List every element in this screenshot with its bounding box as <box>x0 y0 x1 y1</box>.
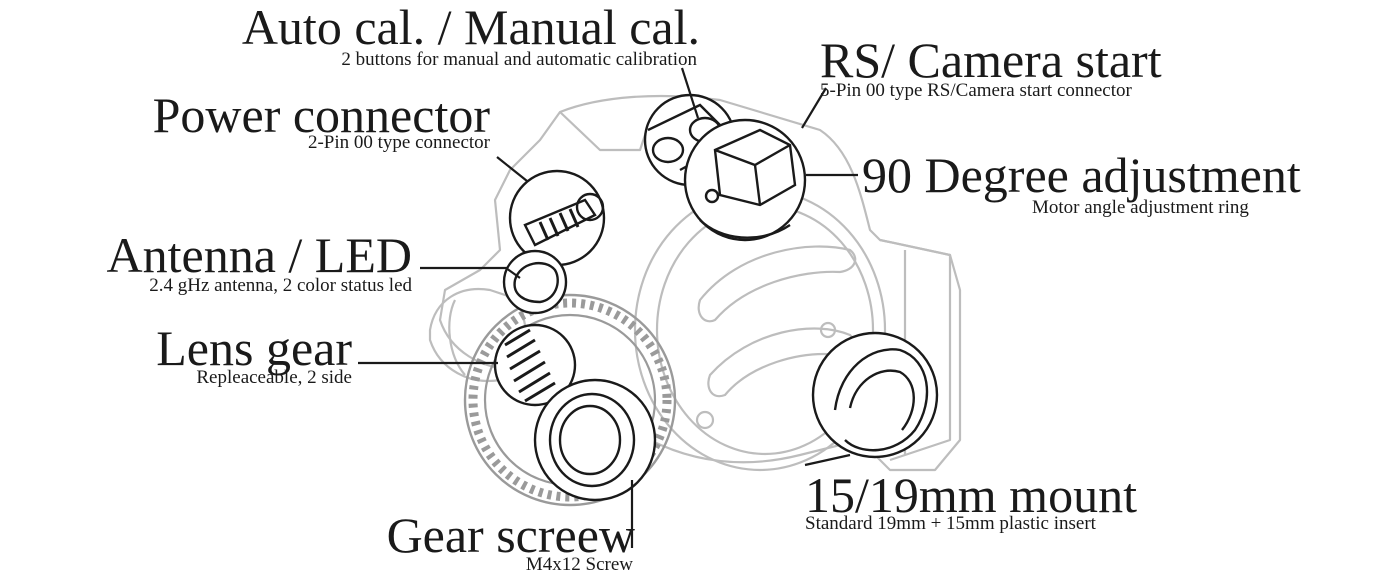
power-connector-plug <box>523 198 597 247</box>
mount-title: 15/19mm mount <box>805 467 1137 523</box>
disc-slot-upper <box>697 245 857 323</box>
leader-power-connector <box>496 156 528 182</box>
rs-camera-start-subtitle: 5-Pin 00 type RS/Camera start connector <box>820 80 1132 101</box>
lens-gear-title: Lens gear <box>156 320 352 376</box>
power-connector-title: Power connector <box>152 87 490 143</box>
degree-adjustment-title: 90 Degree adjustment <box>862 147 1301 203</box>
lens-gear-subtitle: Repleaceable, 2 side <box>196 367 352 388</box>
power-connector-subtitle: 2-Pin 00 type connector <box>307 132 490 153</box>
power-connector-thread <box>538 208 580 241</box>
antenna-led-title: Antenna / LED <box>106 227 412 283</box>
power-connector-nut <box>575 192 605 222</box>
gear-screw-head <box>548 392 636 488</box>
small-lens-gear-detail <box>493 323 577 407</box>
leader-mount <box>804 453 851 467</box>
gear-screw-recess <box>558 404 622 476</box>
disc-bolt-1 <box>819 321 837 339</box>
gear-screw-detail <box>533 378 657 502</box>
small-lens-gear-teeth <box>504 328 556 403</box>
lens-tube-ring <box>448 299 466 376</box>
rs-camera-start-title: RS/ Camera start <box>820 32 1162 88</box>
antenna-led-subtitle: 2.4 gHz antenna, 2 color status led <box>149 275 412 296</box>
auto-cal-title: Auto cal. / Manual cal. <box>241 0 700 55</box>
housing-side-plate <box>879 238 952 462</box>
rs-connector-body <box>713 128 797 207</box>
leader-rs-camera <box>801 87 827 129</box>
adjustment-ring-arc <box>699 219 791 239</box>
gear-screw-title: Gear screew <box>386 507 635 563</box>
antenna-led-window <box>513 261 559 304</box>
motor-housing-outline <box>438 94 962 472</box>
mount-clamp <box>833 348 929 452</box>
adjustment-ring-hole <box>704 188 720 204</box>
auto-cal-subtitle: 2 buttons for manual and automatic calib… <box>341 49 697 70</box>
leader-auto-cal <box>680 67 700 119</box>
gear-screw-subtitle: M4x12 Screw <box>525 554 633 575</box>
leader-antenna-led <box>420 266 521 279</box>
rs-connector-face <box>714 143 791 206</box>
large-lens-gear-teeth <box>468 298 672 502</box>
large-lens-gear <box>463 293 677 507</box>
mount-clamp-inner <box>848 369 915 431</box>
calibration-button-1 <box>651 136 685 164</box>
mount-subtitle: Standard 19mm + 15mm plastic insert <box>805 513 1096 534</box>
housing-top-ridge <box>559 111 652 152</box>
degree-adjustment-subtitle: Motor angle adjustment ring <box>1032 197 1249 218</box>
disc-bolt-2 <box>695 410 715 430</box>
